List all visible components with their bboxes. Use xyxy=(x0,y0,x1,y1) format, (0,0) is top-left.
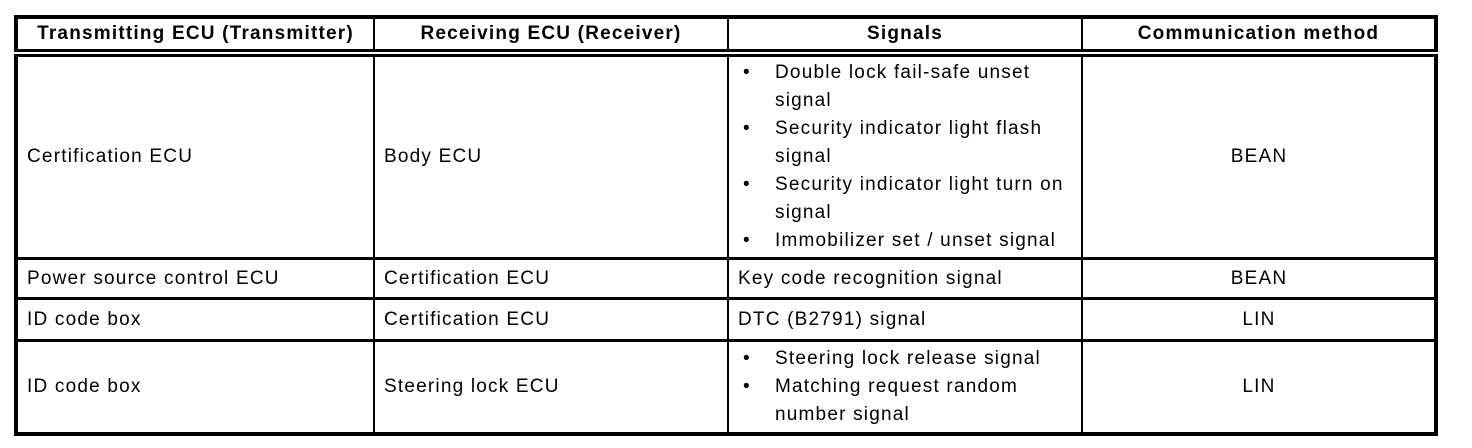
signal-text: Steering lock release signal xyxy=(775,347,1041,369)
cell-signals: • Double lock fail-safe unset signal • Secu… xyxy=(727,51,1083,260)
signal-bullet-item: • Security indicator light flash signal xyxy=(729,115,1073,171)
header-transmitting-ecu: Transmitting ECU (Transmitter) xyxy=(15,17,375,57)
ecu-communication-table: Transmitting ECU (Transmitter) Receiving… xyxy=(14,15,1438,436)
cell-receiving-ecu: Steering lock ECU xyxy=(373,339,729,435)
cell-signals: DTC (B2791) signal xyxy=(727,297,1083,342)
header-receiving-ecu: Receiving ECU (Receiver) xyxy=(373,17,729,57)
bullet-icon: • xyxy=(743,118,751,139)
table-header: Transmitting ECU (Transmitter) Receiving… xyxy=(15,17,1437,57)
header-row: Transmitting ECU (Transmitter) Receiving… xyxy=(15,17,1437,57)
signal-bullet-item: • Security indicator light turn on signal xyxy=(729,171,1073,227)
header-communication-method: Communication method xyxy=(1081,17,1437,57)
signal-bullet-item: • Matching request random number signal xyxy=(729,373,1073,429)
bullet-icon: • xyxy=(743,62,751,83)
signal-text: Key code recognition signal xyxy=(738,267,1003,289)
header-signals: Signals xyxy=(727,17,1083,57)
bullet-icon: • xyxy=(743,230,751,251)
signal-bullet-item: • Steering lock release signal xyxy=(729,345,1073,373)
signal-text: Matching request random number signal xyxy=(775,375,1019,425)
cell-receiving-ecu: Certification ECU xyxy=(373,297,729,342)
signal-bullet-item: • Double lock fail-safe unset signal xyxy=(729,59,1073,115)
cell-receiving-ecu: Body ECU xyxy=(373,51,729,260)
signal-text: DTC (B2791) signal xyxy=(738,308,927,330)
cell-transmitting-ecu: ID code box xyxy=(15,297,375,342)
cell-transmitting-ecu: Power source control ECU xyxy=(15,257,375,300)
bullet-icon: • xyxy=(743,375,751,397)
cell-signals: • Steering lock release signal • Matching r… xyxy=(727,339,1083,435)
bullet-icon: • xyxy=(743,174,751,195)
signal-text: Immobilizer set / unset signal xyxy=(775,230,1056,251)
cell-communication-method: LIN xyxy=(1081,339,1437,435)
cell-transmitting-ecu: ID code box xyxy=(15,339,375,435)
cell-communication-method: BEAN xyxy=(1081,51,1437,260)
cell-communication-method: LIN xyxy=(1081,297,1437,342)
signal-bullet-item: • Immobilizer set / unset signal xyxy=(729,227,1073,255)
cell-receiving-ecu: Certification ECU xyxy=(373,257,729,300)
signal-text: Double lock fail-safe unset signal xyxy=(775,62,1031,111)
signal-text: Security indicator light flash signal xyxy=(775,118,1043,167)
bullet-icon: • xyxy=(743,347,751,369)
cell-communication-method: BEAN xyxy=(1081,257,1437,300)
cell-transmitting-ecu: Certification ECU xyxy=(15,51,375,260)
cell-signals: Key code recognition signal xyxy=(727,257,1083,300)
signal-text: Security indicator light turn on signal xyxy=(775,174,1064,223)
